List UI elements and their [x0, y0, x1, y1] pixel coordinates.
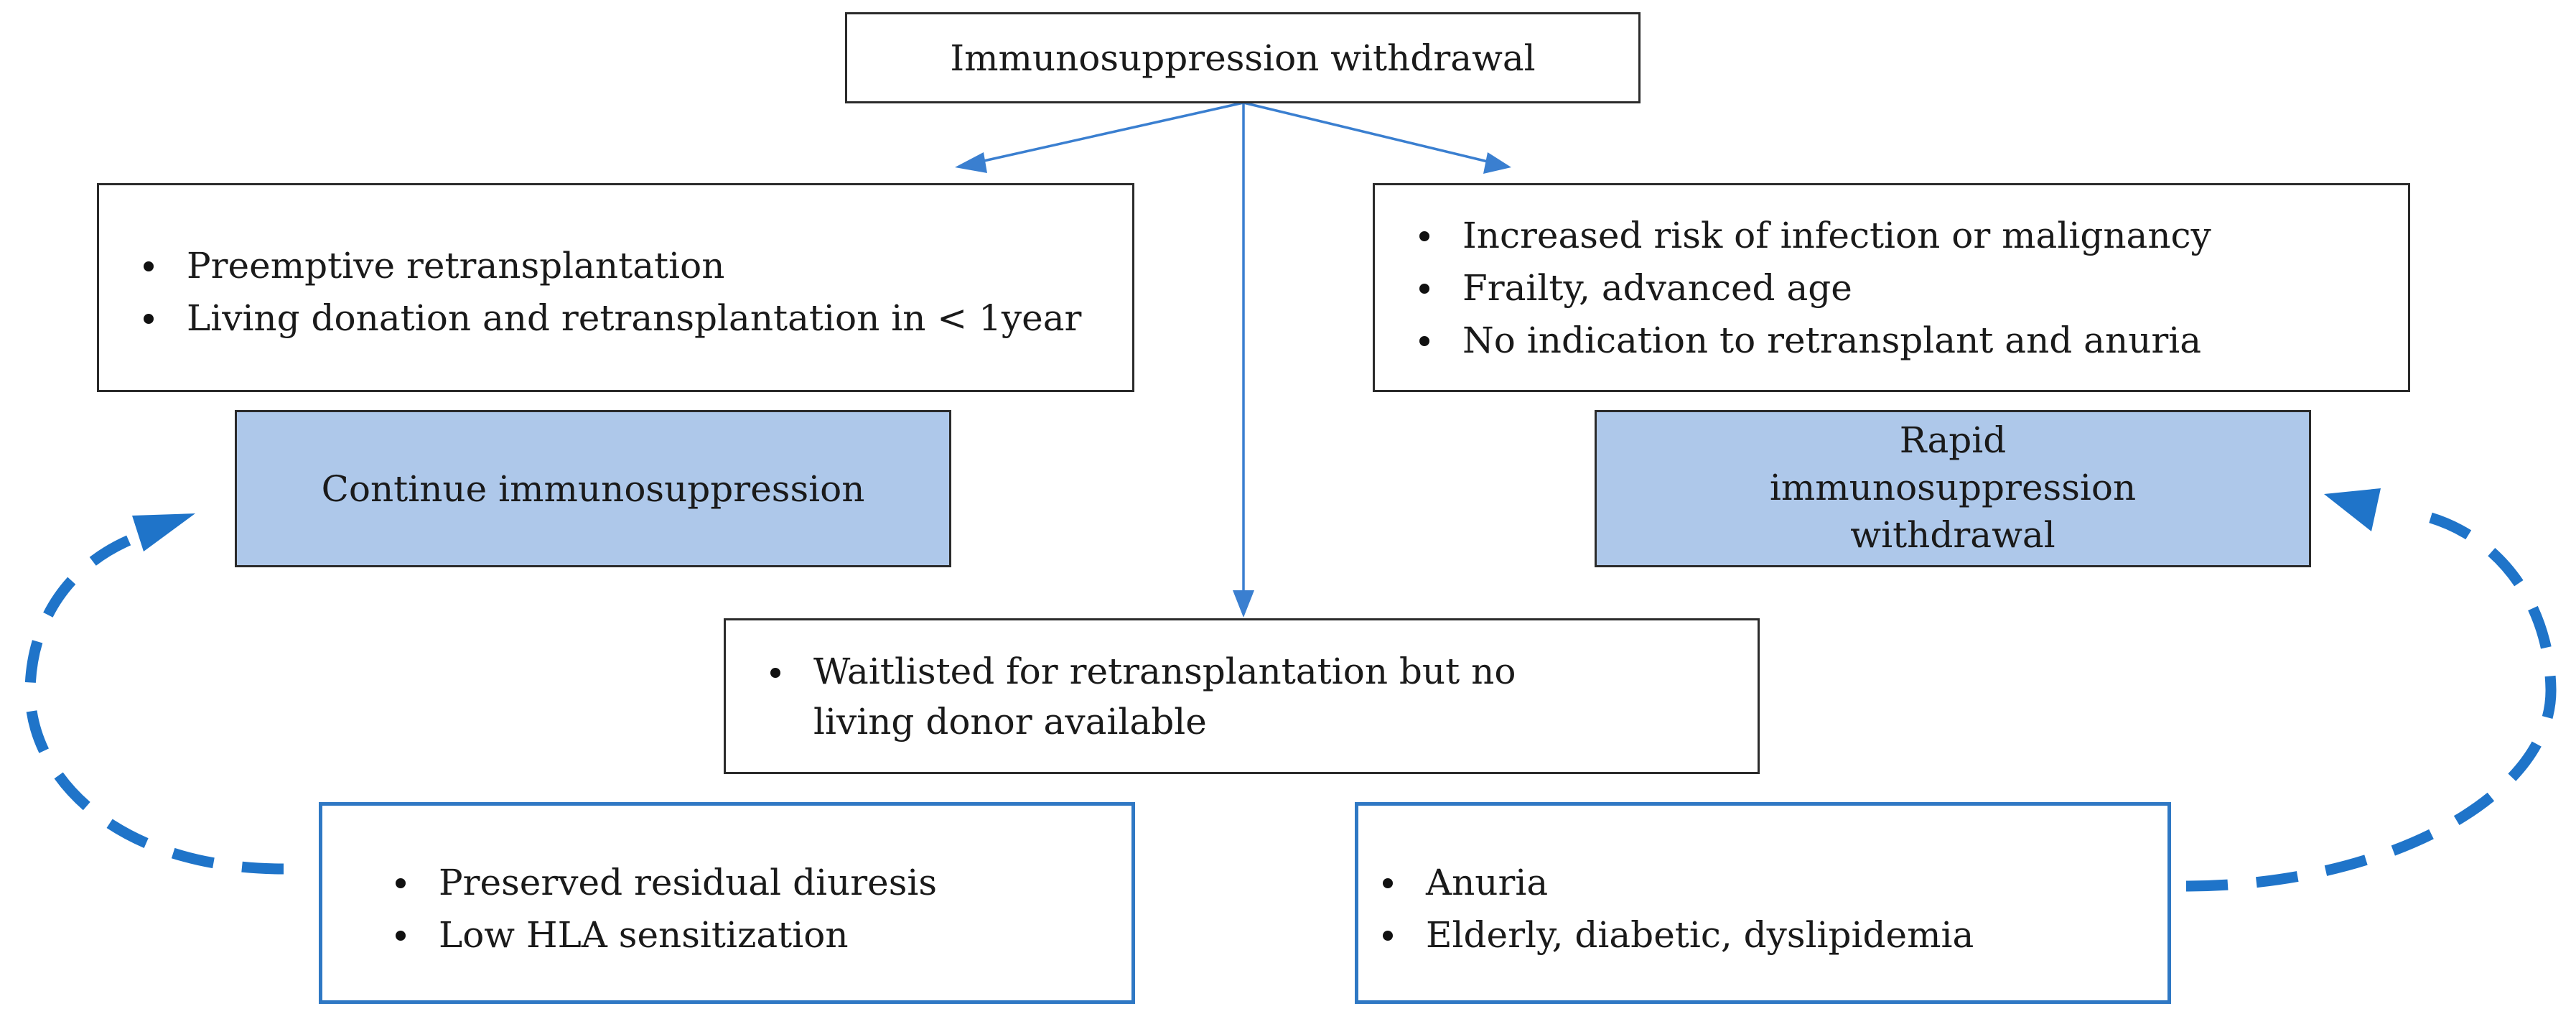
list-item: Waitlisted for retransplantation but no …: [736, 646, 1540, 747]
list-item: Anuria: [1348, 857, 1974, 909]
list-item: Increased risk of infection or malignanc…: [1385, 210, 2211, 262]
bottom-right-criteria-list: Anuria Elderly, diabetic, dyslipidemia: [1348, 857, 1974, 962]
bullet-icon: [770, 668, 780, 678]
middle-criteria-list: Waitlisted for retransplantation but no …: [736, 646, 1540, 747]
right-dashed-loop: [2185, 510, 2557, 892]
bottom-right-criteria-box: Anuria Elderly, diabetic, dyslipidemia: [1355, 802, 2171, 1004]
bullet-icon: [144, 314, 154, 324]
arrow-to-right-criteria: [1243, 101, 1488, 163]
arrowhead-left-criteria: [955, 152, 987, 173]
left-criteria-box: Preemptive retransplantation Living dona…: [97, 183, 1134, 392]
rapid-withdrawal-label: Rapid immunosuppression withdrawal: [1769, 419, 2137, 556]
bullet-icon: [396, 931, 406, 941]
list-item: Frailty, advanced age: [1385, 262, 2211, 315]
list-item: Elderly, diabetic, dyslipidemia: [1348, 909, 1974, 962]
connector-arrows: [955, 101, 1511, 618]
bottom-left-criteria-list: Preserved residual diuresis Low HLA sens…: [361, 857, 937, 962]
left-dashed-loop: [24, 529, 284, 875]
continue-immunosuppression-box: Continue immunosuppression: [235, 410, 951, 567]
arrowhead-right-criteria: [1483, 152, 1511, 174]
middle-criteria-box: Waitlisted for retransplantation but no …: [724, 618, 1760, 774]
right-criteria-list: Increased risk of infection or malignanc…: [1385, 210, 2211, 367]
list-item: Preserved residual diuresis: [361, 857, 937, 909]
continue-immunosuppression-label: Continue immunosuppression: [321, 467, 865, 510]
list-item: Preemptive retransplantation: [109, 240, 1081, 292]
bullet-icon: [1419, 336, 1429, 346]
bullet-icon: [1383, 878, 1393, 888]
dashed-loop-arrowheads: [132, 488, 2381, 551]
bullet-icon: [1419, 231, 1429, 241]
arrow-to-left-criteria: [980, 101, 1244, 163]
list-item: Low HLA sensitization: [361, 909, 937, 962]
list-item: Living donation and retransplantation in…: [109, 292, 1081, 345]
arrowhead-middle-criteria: [1233, 590, 1254, 618]
top-node-box: Immunosuppression withdrawal: [845, 12, 1641, 103]
top-node-label: Immunosuppression withdrawal: [950, 37, 1536, 79]
bullet-icon: [1383, 931, 1393, 941]
left-criteria-list: Preemptive retransplantation Living dona…: [109, 240, 1081, 345]
bottom-left-criteria-box: Preserved residual diuresis Low HLA sens…: [319, 802, 1135, 1004]
bullet-icon: [396, 878, 406, 888]
bullet-icon: [1419, 284, 1429, 294]
bullet-icon: [144, 261, 154, 271]
rapid-withdrawal-box: Rapid immunosuppression withdrawal: [1595, 410, 2311, 567]
left-loop-arrowhead: [132, 513, 195, 551]
right-criteria-box: Increased risk of infection or malignanc…: [1373, 183, 2410, 392]
list-item: No indication to retransplant and anuria: [1385, 315, 2211, 367]
dashed-loops: [24, 510, 2557, 892]
right-loop-arrowhead: [2324, 488, 2381, 531]
